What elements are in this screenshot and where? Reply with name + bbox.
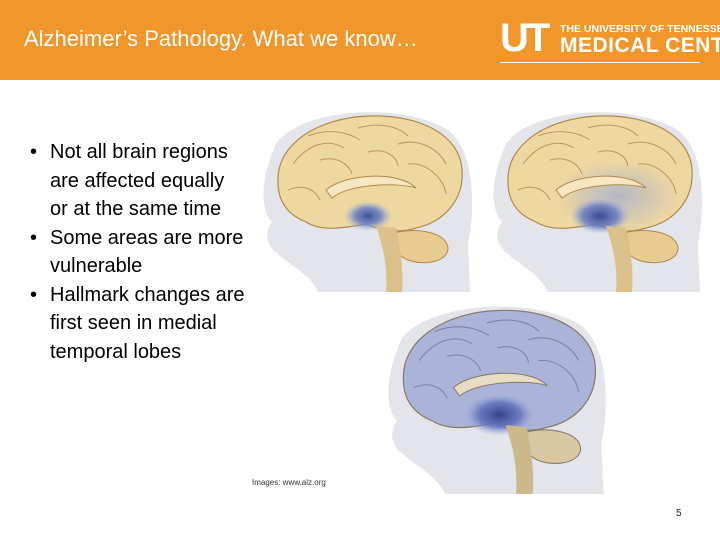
logo-mark: UT <box>500 16 550 60</box>
brain-stem <box>606 226 633 292</box>
brain-tissue <box>402 309 596 431</box>
bullet-text: Hallmark changes are first seen in media… <box>50 283 245 363</box>
bullet-marker: • <box>30 283 38 306</box>
bullet-marker: • <box>30 226 38 249</box>
brain-stem <box>376 226 403 292</box>
slide-title: Alzheimer’s Pathology. What we know… <box>24 26 418 51</box>
logo-line-2: MEDICAL CENTER <box>560 34 720 57</box>
bullet-item: • Not all brain regions are affected equ… <box>30 138 245 224</box>
brain-tissue <box>277 115 463 232</box>
gyri-lines <box>517 124 677 201</box>
logo-line-1: THE UNIVERSITY OF TENNESSEE <box>560 23 720 35</box>
bullet-list: • Not all brain regions are affected equ… <box>30 138 245 366</box>
corpus-callosum <box>452 372 548 397</box>
corpus-callosum <box>325 175 417 199</box>
affected-area <box>570 198 630 234</box>
page-number: 5 <box>676 508 682 519</box>
bullet-item: • Hallmark changes are first seen in med… <box>30 281 245 367</box>
ut-medical-center-logo: UT THE UNIVERSITY OF TENNESSEE MEDICAL C… <box>500 14 720 70</box>
image-caption: Images: www.alz.org <box>252 478 326 487</box>
bullet-marker: • <box>30 141 38 163</box>
brain-stage-mild <box>493 112 703 292</box>
bullet-text: Not all brain regions are affected equal… <box>50 141 228 220</box>
brain-stage-early <box>263 112 473 292</box>
gyri-lines <box>413 319 580 399</box>
brain-stage-severe <box>388 306 606 494</box>
logo-rule <box>500 62 700 63</box>
corpus-callosum <box>555 175 647 199</box>
gyri-lines <box>287 124 447 201</box>
affected-area <box>463 393 535 436</box>
slide-header: Alzheimer’s Pathology. What we know… UT … <box>0 0 720 80</box>
bullet-item: • Some areas are more vulnerable <box>30 224 245 281</box>
brain-stem <box>505 425 534 494</box>
affected-area <box>344 201 392 231</box>
bullet-text: Some areas are more vulnerable <box>50 226 244 278</box>
